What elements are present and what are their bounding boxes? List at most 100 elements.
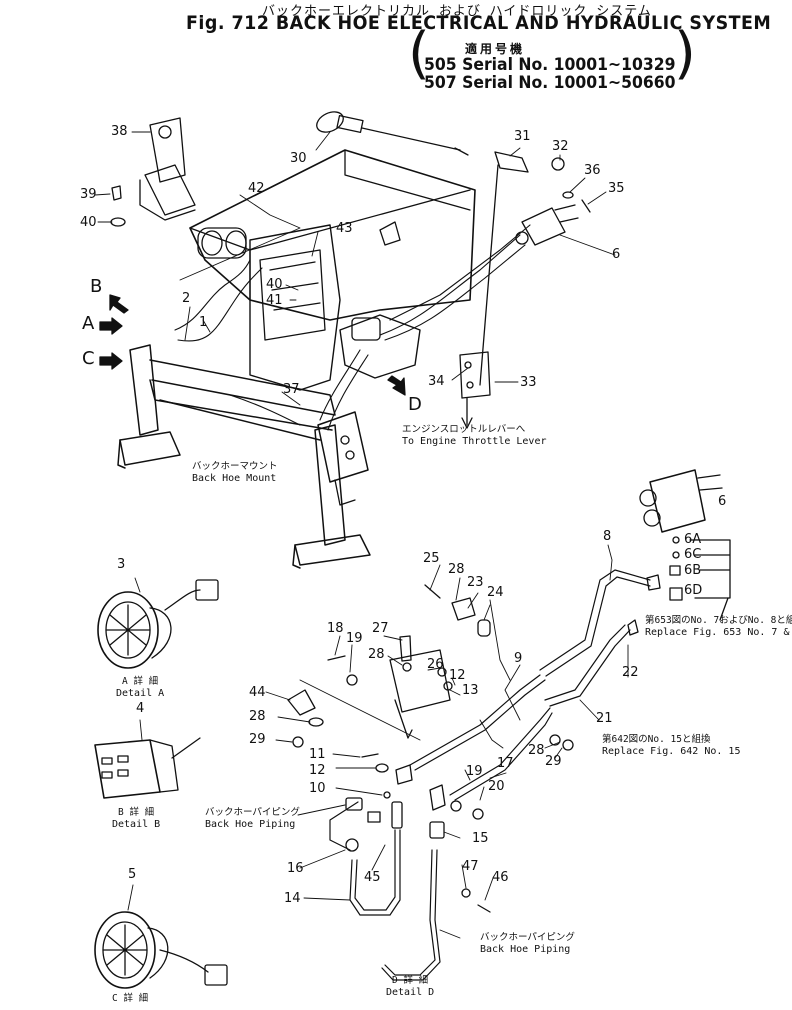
note-throttle-jp: エンジンスロットルレバーへ — [402, 424, 526, 435]
callout-30: 30 — [290, 151, 307, 166]
note-mount-jp: バックホーマウント — [192, 461, 278, 472]
callout-12a: 12 — [449, 668, 466, 683]
arrow-a-icon — [99, 317, 123, 335]
callout-6A: 6A — [684, 532, 702, 547]
callout-29b: 29 — [545, 754, 562, 769]
caption-detail-b: B 詳 細 Detail B — [112, 807, 161, 830]
callout-21: 21 — [596, 711, 613, 726]
caption-detail-a-en: Detail A — [116, 687, 165, 699]
callout-40b: 40 — [266, 277, 283, 292]
callout-10: 10 — [309, 781, 326, 796]
caption-detail-d: D 詳 細 Detail D — [386, 975, 435, 998]
callout-45: 45 — [364, 870, 381, 885]
callout-9: 9 — [514, 651, 523, 666]
pin-35 — [581, 199, 591, 213]
caption-detail-a-jp: A 詳 細 — [122, 676, 159, 687]
callout-3: 3 — [117, 557, 126, 572]
washer-36 — [562, 191, 574, 199]
note-piping-1: バックホーパイピング Back Hoe Piping — [205, 807, 300, 830]
serial-range-505: 505 Serial No. 10001~10329 — [424, 55, 676, 75]
callout-33: 33 — [520, 375, 537, 390]
view-arrows — [99, 294, 406, 396]
applicable-serials: ( ) — [408, 21, 696, 86]
switch-6-detail — [639, 469, 723, 533]
callout-38: 38 — [111, 124, 128, 139]
washer-40 — [110, 217, 126, 227]
note-piping-2: バックホーパイピング Back Hoe Piping — [480, 932, 575, 955]
callout-17: 17 — [497, 756, 514, 771]
callout-5: 5 — [128, 867, 137, 882]
callout-12b: 12 — [309, 763, 326, 778]
bracket-31 — [459, 151, 529, 429]
callout-1: 1 — [199, 315, 208, 330]
switch-parts-6a-6d — [669, 536, 731, 621]
callout-27: 27 — [372, 621, 389, 636]
callout-40: 40 — [80, 215, 97, 230]
note-throttle: エンジンスロットルレバーへ To Engine Throttle Lever — [402, 424, 547, 447]
note-replace-642: 第642図のNo. 15と組換 Replace Fig. 642 No. 15 — [602, 734, 741, 757]
title-japanese: バックホーエレクトリカル および ハイドロリック システム — [262, 4, 652, 19]
note-piping-1-en: Back Hoe Piping — [205, 818, 296, 830]
callout-8: 8 — [603, 529, 612, 544]
view-label-d: D — [408, 394, 422, 415]
throttle-knob-30 — [316, 111, 469, 156]
caption-detail-d-jp: D 詳 細 — [392, 975, 429, 986]
callout-28b: 28 — [368, 647, 385, 662]
callout-37: 37 — [283, 382, 300, 397]
callout-6D: 6D — [684, 583, 703, 598]
callout-6C: 6C — [684, 547, 702, 562]
callout-4: 4 — [136, 701, 145, 716]
nut-32 — [551, 157, 565, 171]
wiring-harness — [174, 224, 531, 431]
callout-29a: 29 — [249, 732, 266, 747]
callout-11: 11 — [309, 747, 326, 762]
note-throttle-en: To Engine Throttle Lever — [402, 435, 547, 447]
callout-14: 14 — [284, 891, 301, 906]
callout-47: 47 — [462, 859, 479, 874]
caption-detail-b-en: Detail B — [112, 818, 161, 830]
callout-22: 22 — [622, 665, 639, 680]
caption-detail-b-jp: B 詳 細 — [118, 807, 155, 818]
callout-41: 41 — [266, 293, 283, 308]
callout-28d: 28 — [528, 743, 545, 758]
backhoe-mount-frame — [117, 344, 371, 569]
lamp-detail-c — [94, 911, 228, 989]
callout-20: 20 — [488, 779, 505, 794]
callout-39: 39 — [80, 187, 97, 202]
note-mount-en: Back Hoe Mount — [192, 472, 277, 484]
serial-range-507: 507 Serial No. 10001~50660 — [424, 73, 676, 93]
callout-26: 26 — [427, 657, 444, 672]
callout-25: 25 — [423, 551, 440, 566]
callout-31: 31 — [514, 129, 531, 144]
bolt-39 — [111, 185, 122, 201]
callout-28c: 28 — [249, 709, 266, 724]
backhoe-console — [189, 149, 476, 391]
callout-24: 24 — [487, 585, 504, 600]
callout-2: 2 — [182, 291, 191, 306]
caption-detail-c-jp: C 詳 細 — [112, 993, 149, 1004]
note-replace-642-jp: 第642図のNo. 15と組換 — [602, 734, 711, 745]
caption-detail-c: C 詳 細 — [112, 993, 149, 1005]
caption-detail-d-en: Detail D — [386, 986, 435, 998]
arrow-b-icon — [109, 294, 129, 314]
view-label-c: C — [82, 348, 95, 369]
callout-16: 16 — [287, 861, 304, 876]
note-piping-2-jp: バックホーパイピング — [480, 932, 575, 943]
callout-6B: 6B — [684, 563, 702, 578]
callout-32: 32 — [552, 139, 569, 154]
lamp-detail-a — [97, 579, 219, 669]
callout-23: 23 — [467, 575, 484, 590]
note-replace-653-en: Replace Fig. 653 No. 7 & No. 8 — [645, 626, 792, 638]
arrow-d-icon — [387, 375, 406, 396]
note-replace-653: 第653図のNo. 7およびNo. 8と組換 Replace Fig. 653 … — [645, 615, 792, 638]
switch-6-top — [515, 204, 579, 246]
callout-36: 36 — [584, 163, 601, 178]
view-label-a: A — [82, 313, 95, 334]
note-replace-642-en: Replace Fig. 642 No. 15 — [602, 745, 741, 757]
callout-46: 46 — [492, 870, 509, 885]
callout-34: 34 — [428, 374, 445, 389]
bracket-38 — [139, 117, 196, 221]
figure-title: Fig. 712 BACK HOE ELECTRICAL AND HYDRAUL… — [186, 12, 772, 34]
callout-6-detail: 6 — [718, 494, 727, 509]
